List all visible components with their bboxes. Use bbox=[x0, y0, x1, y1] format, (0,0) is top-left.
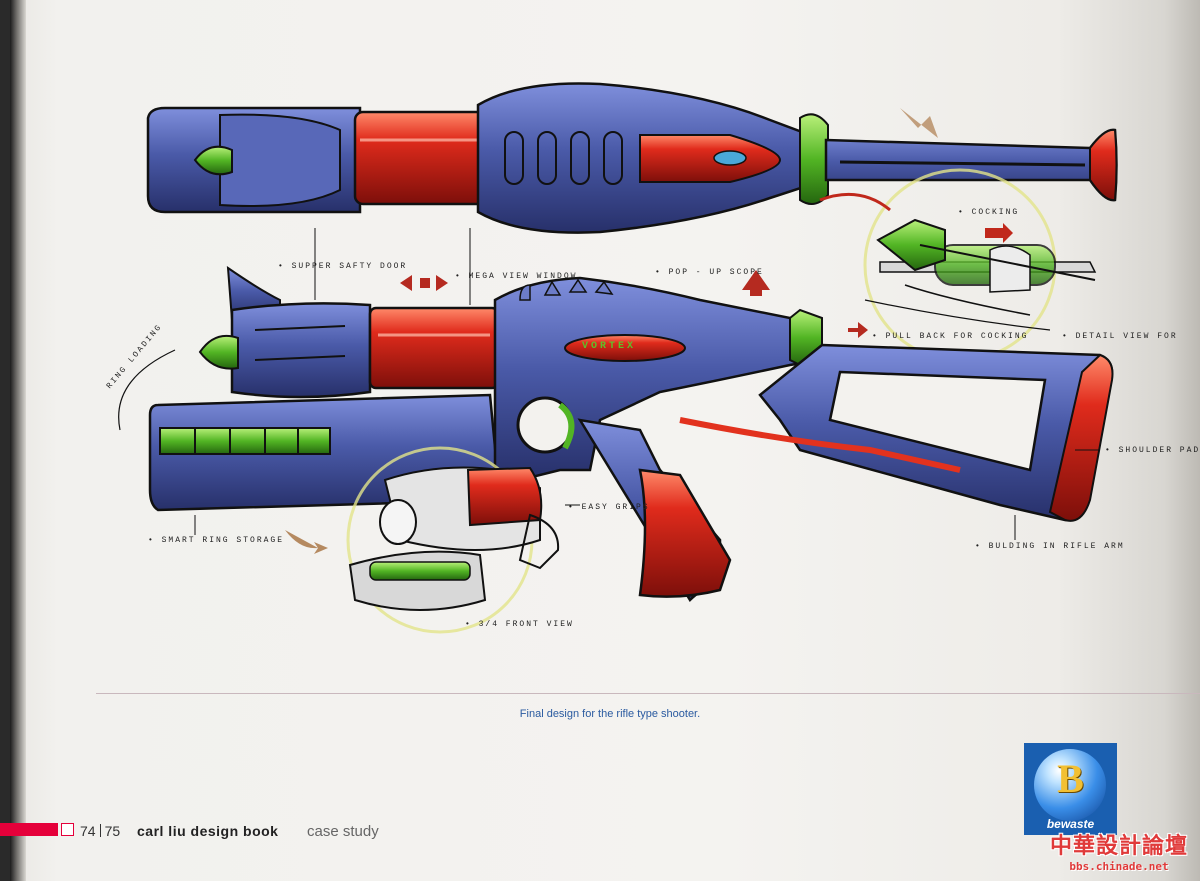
logo-letter: B bbox=[1057, 756, 1084, 801]
annotation-cocking: • cocking bbox=[958, 208, 1020, 217]
book-spine bbox=[10, 0, 26, 881]
site-watermark: 中華設計論壇 bbs.chinade.net bbox=[1044, 828, 1194, 873]
annotation-pop-up-scope: • pop - up scope bbox=[655, 268, 764, 277]
rifle-sketch-illustration bbox=[118, 82, 1118, 634]
footer-page-box bbox=[61, 823, 74, 836]
annotation-shoulder-pad: • shoulder pad bbox=[1105, 446, 1200, 455]
watermark-url: bbs.chinade.net bbox=[1069, 860, 1169, 873]
annotation-mega-view-window: • mega view window bbox=[455, 272, 578, 281]
page-number-right: 75 bbox=[104, 823, 121, 839]
footer-red-bar bbox=[0, 823, 58, 836]
bewaste-logo: B bewaste bbox=[1024, 743, 1117, 835]
annotation-easy-grips: • easy grips bbox=[568, 503, 650, 512]
side-view-gun bbox=[148, 265, 1114, 603]
logo-orb-icon bbox=[1034, 749, 1106, 821]
annotation-bulding-in-rifle-arm: • bulding in rifle arm bbox=[975, 542, 1125, 551]
watermark-chinese: 中華設計論壇 bbox=[1049, 833, 1188, 858]
section-label: case study bbox=[307, 823, 379, 840]
cocking-detail-sketch bbox=[819, 168, 1097, 362]
annotation-smart-ring-storage: • smart ring storage bbox=[148, 536, 285, 545]
caption-divider bbox=[96, 693, 1200, 694]
logo-brand: bewaste bbox=[1046, 817, 1095, 831]
vortex-logo-text: VORTEX bbox=[582, 341, 637, 352]
annotation-supper-safty-door: • supper safty door bbox=[278, 262, 408, 271]
figure-caption: Final design for the rifle type shooter. bbox=[519, 708, 701, 720]
three-quarter-front-view-sketch bbox=[346, 446, 560, 634]
top-view-gun bbox=[146, 82, 1118, 234]
annotation-detail-view-for: • detail view for bbox=[1062, 332, 1178, 341]
annotation-pull-back-for-cocking: • pull back for cocking bbox=[872, 332, 1029, 341]
page-separator bbox=[99, 824, 101, 837]
page-number-left: 74 bbox=[80, 823, 96, 839]
book-title: carl liu design book bbox=[137, 823, 279, 839]
annotation-front-view: • 3/4 front view bbox=[465, 620, 574, 629]
annotation-arrows bbox=[118, 108, 1100, 554]
footer-page-numbers: 74 75 bbox=[80, 823, 120, 839]
